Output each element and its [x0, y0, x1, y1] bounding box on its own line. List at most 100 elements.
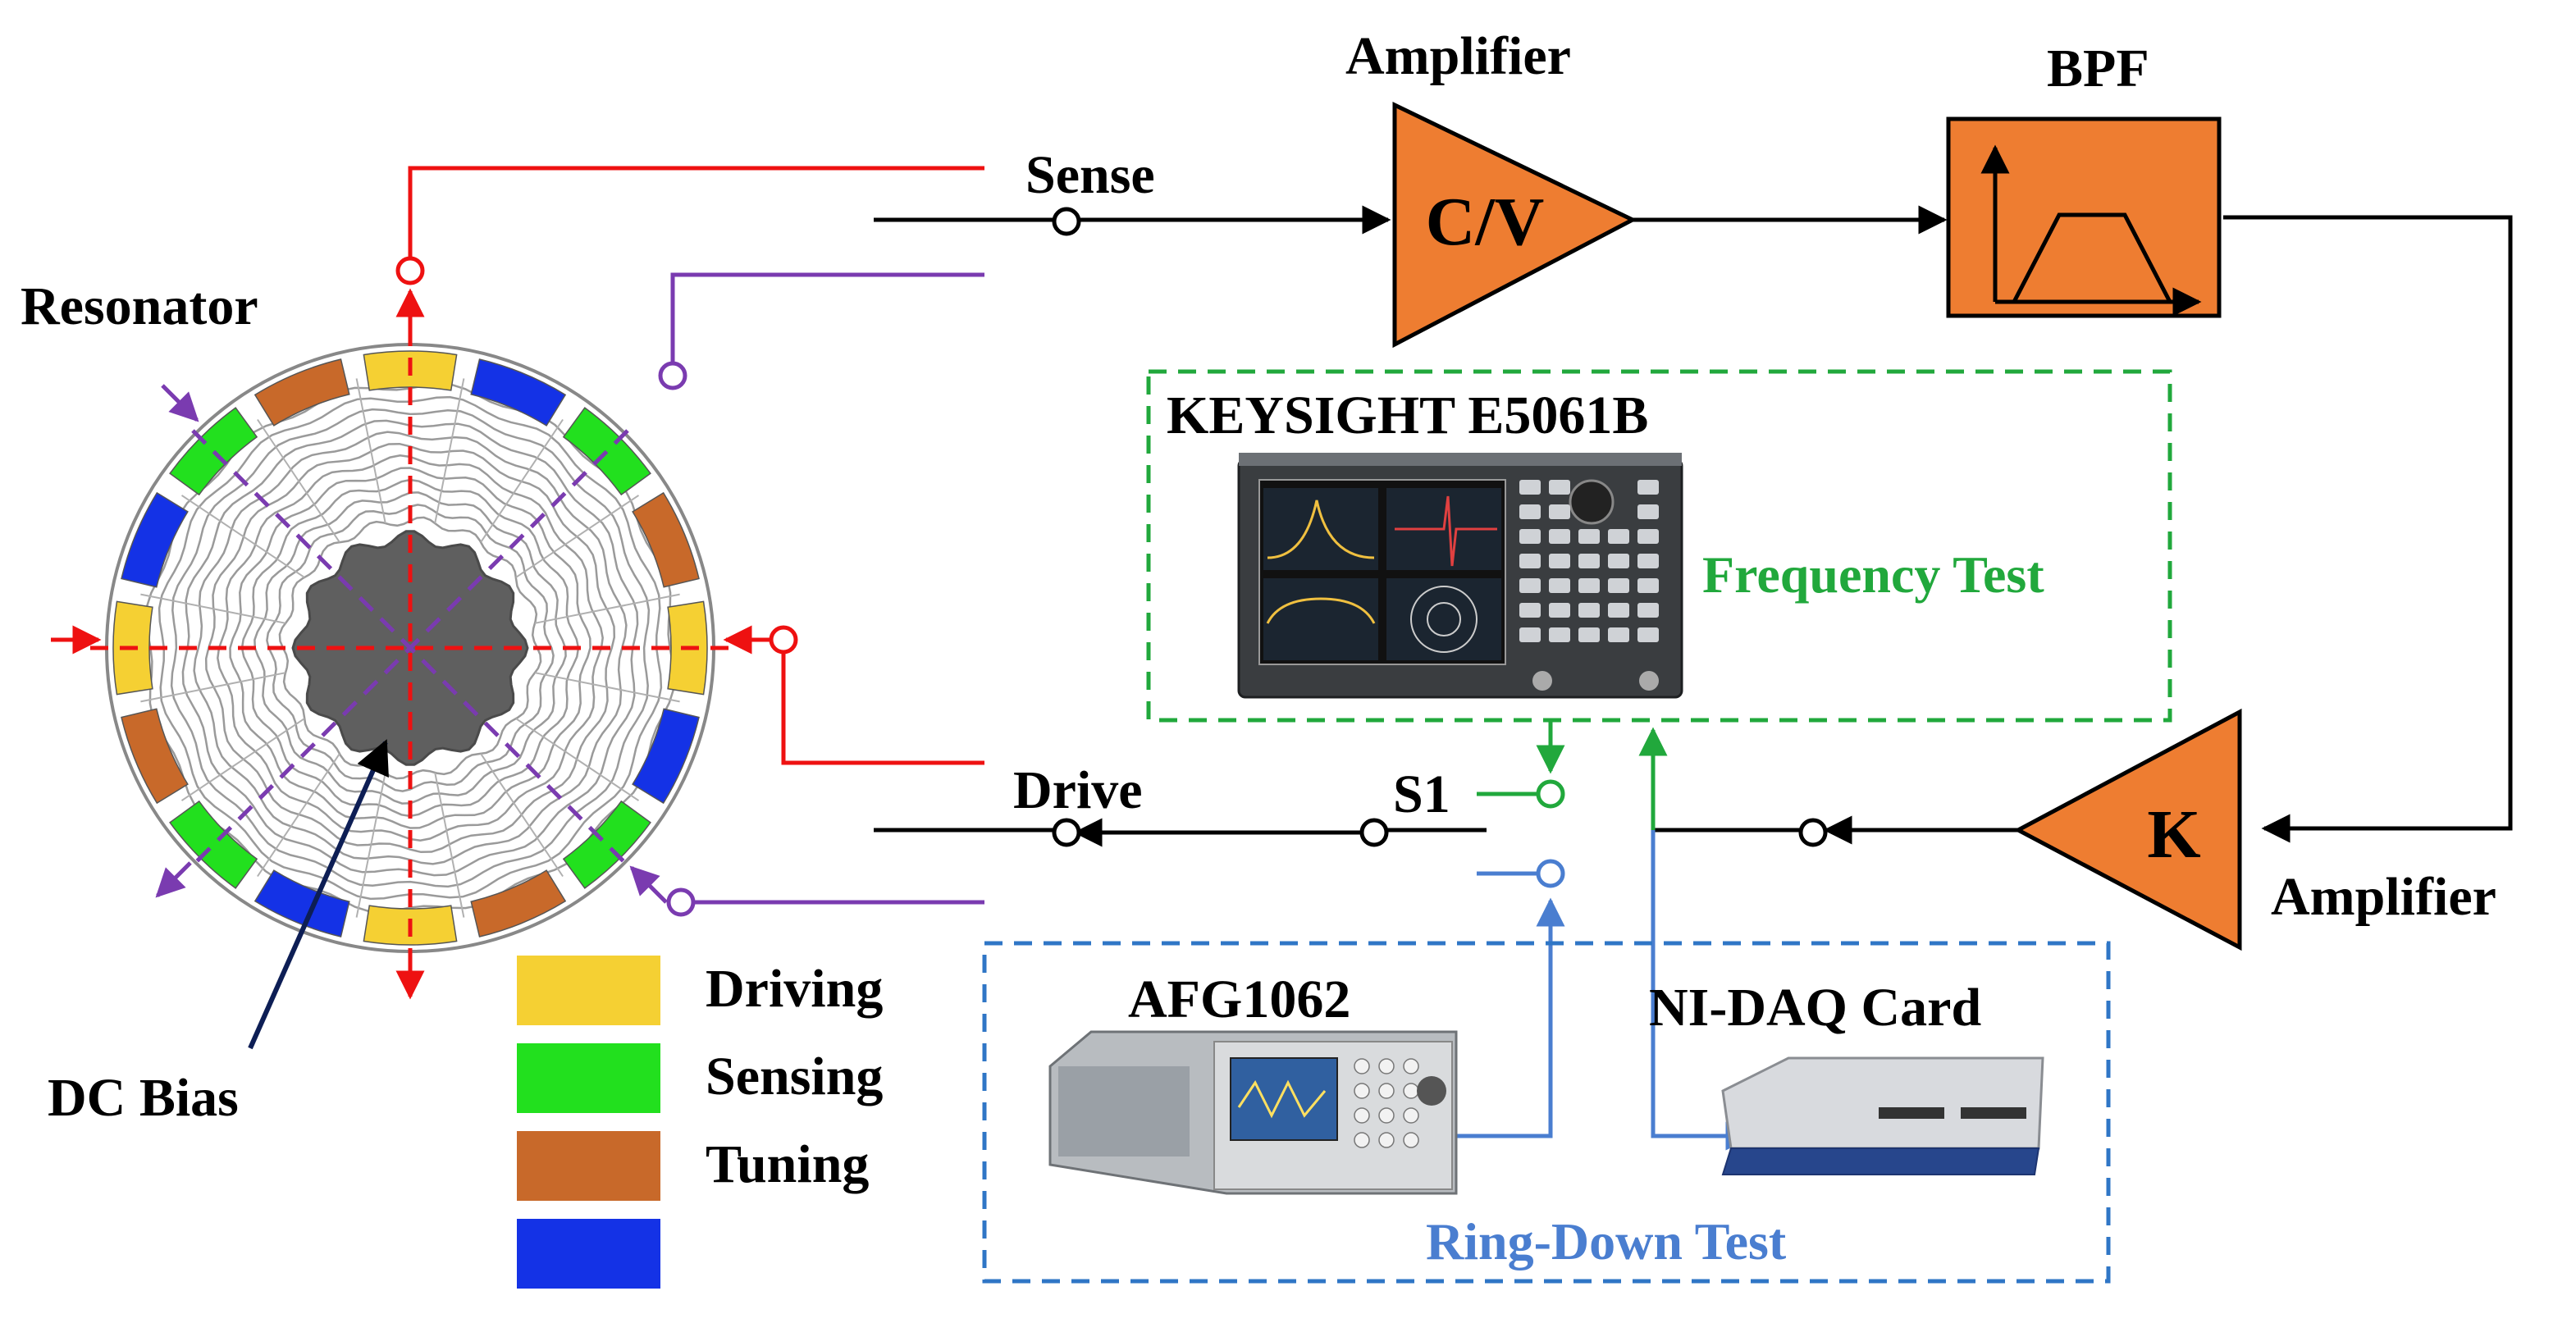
resonator-spoke [515, 718, 640, 801]
port-1 [1532, 671, 1552, 691]
analyzer-key [1519, 529, 1541, 544]
dc-bias-pointer [248, 739, 389, 1050]
analyzer-key [1519, 578, 1541, 593]
tuning-electrode [121, 708, 189, 805]
ring-down-test-label: Ring-Down Test [1426, 1212, 1787, 1271]
frequency-test-box [1146, 369, 2172, 723]
resonator-ring [193, 431, 628, 865]
analyzer-key [1608, 554, 1629, 568]
analyzer-key [1549, 480, 1570, 495]
resonator-spoke [257, 418, 340, 543]
analyzer-key [1578, 554, 1600, 568]
resonator-spoke [515, 495, 640, 578]
analyzer-key [1549, 627, 1570, 642]
s1-label: S1 [1393, 764, 1450, 824]
legend-swatch [517, 1043, 660, 1113]
resonator-electrodes [112, 350, 708, 946]
analyzer-key [1637, 554, 1659, 568]
port-2 [1639, 671, 1659, 691]
analyzer-key [1549, 504, 1570, 519]
analyzer-key [1637, 578, 1659, 593]
tuning-blue-electrode [632, 708, 700, 805]
resonator-spoke [180, 718, 305, 801]
analyzer-keypad [1519, 480, 1659, 642]
sensing-electrode [562, 800, 651, 889]
bpf-response-curve [2012, 212, 2172, 303]
nidaq-card [1721, 1056, 2044, 1175]
resonator-spoke [355, 772, 386, 918]
analyzer-key [1578, 627, 1600, 642]
tuning-blue-electrode [121, 491, 189, 588]
sense-bottom-terminal [666, 887, 696, 917]
analyzer-key [1578, 529, 1600, 544]
bpf-block [1946, 116, 2222, 318]
analyzer-key [1637, 504, 1659, 519]
sense-arrows [155, 384, 668, 904]
tuning-electrode [632, 491, 700, 588]
afg-key [1354, 1107, 1370, 1124]
keysight-analyzer [1237, 453, 1683, 699]
analyzer-key [1519, 603, 1541, 618]
resonator-spoke [140, 672, 286, 703]
nidaq-label: NI-DAQ Card [1649, 978, 1981, 1038]
analyzer-key [1637, 480, 1659, 495]
resonator-spoke [480, 753, 564, 878]
afg-key [1403, 1132, 1419, 1148]
afg-key [1378, 1058, 1395, 1074]
analyzer-key [1519, 554, 1541, 568]
analyzer-key [1637, 627, 1659, 642]
afg-key [1403, 1083, 1419, 1099]
afg-generator [1048, 1030, 1458, 1195]
legend-label: Tuning [706, 1134, 869, 1194]
s1-green-terminal [1536, 779, 1565, 809]
drive-top-wire [408, 166, 984, 271]
resonator-spoke [257, 753, 340, 878]
resonator-spoke [180, 495, 305, 578]
resonator-spoke [534, 672, 680, 703]
s1-switch-node [1359, 818, 1389, 847]
sensing-electrode [169, 800, 258, 889]
drive-right-terminal [769, 625, 798, 655]
analyzer-key [1549, 578, 1570, 593]
legend-swatch [517, 1219, 660, 1289]
resonator-spoke [434, 378, 465, 524]
resonator [90, 328, 730, 968]
afg-key [1354, 1058, 1370, 1074]
afg-key [1378, 1132, 1395, 1148]
resonator-spoke [355, 378, 386, 524]
analyzer-key [1519, 504, 1541, 519]
sensing-electrode [562, 407, 651, 496]
drive-label: Drive [1013, 760, 1143, 820]
amplifier-top-label: Amplifier [1345, 26, 1571, 86]
afg-key [1354, 1132, 1370, 1148]
afg-key [1354, 1083, 1370, 1099]
k-amplifier [2013, 708, 2242, 951]
dc-bias-label: DC Bias [48, 1068, 239, 1128]
afg-key [1378, 1083, 1395, 1099]
sense-label: Sense [1025, 145, 1155, 205]
drive-arrows [51, 288, 775, 1000]
afg-key [1378, 1107, 1395, 1124]
analyzer-key [1549, 554, 1570, 568]
analyzer-key [1637, 529, 1659, 544]
analyzer-key [1549, 529, 1570, 544]
legend-label: Sensing [706, 1047, 883, 1106]
s1-blue-terminal [1536, 859, 1565, 888]
frequency-test-label: Frequency Test [1702, 545, 2044, 604]
afg-screen [1230, 1057, 1338, 1141]
afg-key [1403, 1058, 1419, 1074]
cv-amplifier [1392, 102, 1637, 349]
drive-top-terminal [395, 256, 425, 285]
afg-key [1403, 1107, 1419, 1124]
sense-switch-node [1052, 207, 1081, 236]
analyzer-key [1519, 627, 1541, 642]
amplifier-bottom-label: Amplifier [2271, 867, 2496, 927]
bpf-label: BPF [2047, 39, 2149, 98]
afg-keypad [1354, 1058, 1446, 1148]
afg-knob [1417, 1076, 1446, 1106]
resonator-spoke [534, 593, 680, 624]
ring-down-test-box [982, 941, 2111, 1284]
